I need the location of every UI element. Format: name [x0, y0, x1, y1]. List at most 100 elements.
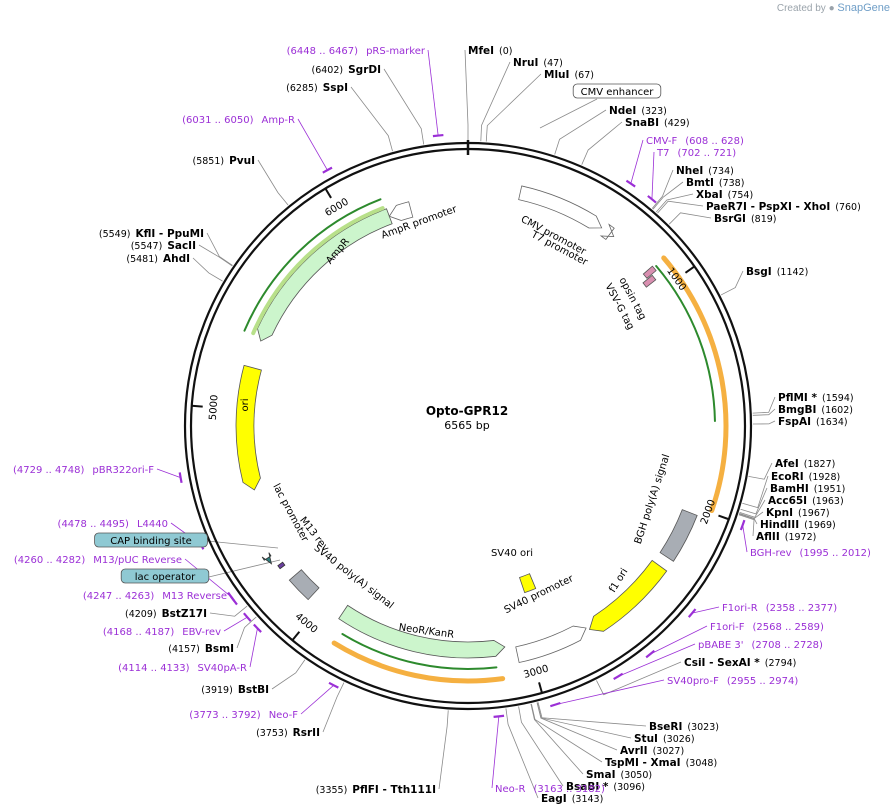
feature-cmv-promoter[interactable]: [518, 185, 603, 229]
primer-neo-r[interactable]: Neo-R(3163 .. 3182): [495, 784, 605, 795]
feature-lac-promoter[interactable]: [261, 552, 273, 565]
primer-sv40pa-r[interactable]: (4114 .. 4133)SV40pA-R: [118, 663, 247, 674]
enzyme-position: (6285): [286, 83, 318, 94]
enzyme-leader-line: [322, 682, 345, 733]
tick-label: 3000: [523, 664, 550, 681]
enzyme-site-mlui[interactable]: MluI(67): [544, 69, 594, 81]
enzyme-site-sgrdi[interactable]: (6402)SgrDI: [312, 64, 381, 76]
feature-ampr-promoter[interactable]: [388, 201, 414, 221]
primer-m13-reverse[interactable]: (4247 .. 4263)M13 Reverse: [83, 591, 227, 602]
primer-amp-r[interactable]: (6031 .. 6050)Amp-R: [182, 115, 295, 126]
enzyme-site-ndei[interactable]: NdeI(323): [609, 105, 667, 117]
primer-mark: [645, 649, 656, 659]
enzyme-leader-line: [209, 605, 248, 617]
enzyme-site-bmgbi[interactable]: BmgBI(1602): [778, 404, 853, 416]
primer-pbr322ori-f[interactable]: (4729 .. 4748)pBR322ori-F: [13, 465, 154, 476]
box-lac-operator-label[interactable]: lac operator: [135, 572, 196, 583]
enzyme-site-nhei[interactable]: NheI(734): [676, 165, 734, 177]
enzyme-site-mfei[interactable]: MfeI (0): [468, 45, 513, 57]
primer-bgh-rev[interactable]: BGH-rev(1995 .. 2012): [750, 548, 871, 559]
primer-leader-line: [249, 628, 258, 668]
enzyme-site-afei[interactable]: AfeI(1827): [775, 458, 835, 470]
enzyme-site-aflii[interactable]: AflII(1972): [756, 531, 816, 543]
primer-mark: [687, 608, 697, 618]
enzyme-site-acc65i[interactable]: Acc65I(1963): [768, 495, 844, 507]
primer-ebv-rev[interactable]: (4168 .. 4187)EBV-rev: [103, 627, 221, 638]
primer-sv40pro-f[interactable]: SV40pro-F(2955 .. 2974): [667, 676, 798, 687]
enzyme-site-eagi[interactable]: EagI(3143): [541, 793, 603, 805]
enzyme-name: PflFI - Tth111I: [352, 784, 436, 796]
enzyme-site-pflfi-tth111i[interactable]: (3355)PflFI - Tth111I: [316, 784, 436, 796]
primer-name: T7: [656, 148, 669, 159]
primer-name: SV40pro-F: [667, 676, 719, 687]
enzyme-site-bmti[interactable]: BmtI(738): [686, 177, 744, 189]
enzyme-site-xbai[interactable]: XbaI(754): [696, 189, 753, 201]
enzyme-position: (0): [499, 46, 512, 57]
enzyme-site-hindiii[interactable]: HindIII(1969): [760, 519, 836, 531]
primer-neo-f[interactable]: (3773 .. 3792)Neo-F: [189, 710, 298, 721]
enzyme-name: NruI: [513, 57, 538, 69]
enzyme-site-avrii[interactable]: AvrII(3027): [620, 745, 684, 757]
enzyme-leader-line: [536, 702, 632, 739]
box-cmv-enhancer-label[interactable]: CMV enhancer: [581, 87, 655, 98]
feature-sv40-ori[interactable]: [519, 573, 537, 594]
primer-mark: [328, 681, 339, 689]
enzyme-site-paer7i-pspxi-xhoi[interactable]: PaeR7I - PspXI - XhoI(760): [706, 201, 861, 213]
primer-name: F1ori-F: [710, 622, 745, 633]
primer-f1ori-f[interactable]: F1ori-F(2568 .. 2589): [710, 622, 824, 633]
enzyme-site-kpni[interactable]: KpnI(1967): [766, 507, 830, 519]
enzyme-site-bstz17i[interactable]: (4209)BstZ17I: [125, 608, 207, 620]
enzyme-site-sspi[interactable]: (6285)SspI: [286, 82, 348, 94]
enzyme-site-pflmi[interactable]: PflMI *(1594): [778, 392, 854, 404]
brand-name: SnapGene: [837, 2, 890, 14]
enzyme-site-bseri[interactable]: BseRI(3023): [649, 721, 719, 733]
feature-bgh-poly-a-signal[interactable]: [659, 509, 698, 562]
feature-label-ori: ori: [240, 398, 251, 411]
primer-pbabe-3[interactable]: pBABE 3'(2708 .. 2728): [698, 640, 823, 651]
enzyme-site-smai[interactable]: SmaI(3050): [586, 769, 652, 781]
feature-t7-promoter[interactable]: [599, 223, 615, 240]
enzyme-site-nrui[interactable]: NruI(47): [513, 57, 563, 69]
feature-vsv-g-tag[interactable]: [642, 274, 657, 288]
enzyme-site-bamhi[interactable]: BamHI(1951): [770, 483, 845, 495]
feature-neor-kanr[interactable]: [338, 604, 506, 659]
feature-ampr[interactable]: [257, 208, 393, 342]
enzyme-site-bsmi[interactable]: (4157)BsmI: [168, 643, 234, 655]
enzyme-name: NdeI: [609, 105, 636, 117]
enzyme-site-ahdi[interactable]: (5481)AhdI: [126, 253, 190, 265]
enzyme-site-pvui[interactable]: (5851)PvuI: [192, 155, 255, 167]
enzyme-site-ecori[interactable]: EcoRI(1928): [771, 471, 840, 483]
enzyme-leader-line: [236, 616, 257, 649]
feature-ori[interactable]: [235, 364, 262, 491]
feature-m13-rev[interactable]: [277, 561, 286, 570]
enzyme-site-bsrgi[interactable]: BsrGI(819): [714, 213, 777, 225]
enzyme-name: SmaI: [586, 769, 616, 781]
enzyme-site-stui[interactable]: StuI(3026): [634, 733, 695, 745]
enzyme-site-snabi[interactable]: SnaBI(429): [625, 117, 690, 129]
feature-sv40-promoter[interactable]: [515, 625, 587, 664]
primer-t7[interactable]: T7(702 .. 721): [656, 148, 736, 159]
feature-opsin-tag[interactable]: [642, 265, 657, 279]
enzyme-site-bsgi[interactable]: BsgI(1142): [746, 266, 808, 278]
feature-f1-ori[interactable]: [588, 559, 668, 632]
primer-prs-marker[interactable]: (6448 .. 6467)pRS-marker: [287, 46, 426, 57]
enzyme-site-kfli-ppumi[interactable]: (5549)KflI - PpuMI: [99, 228, 204, 240]
feature-sv40-poly-a-signal[interactable]: [288, 569, 320, 601]
enzyme-site-rsrii[interactable]: (3753)RsrII: [256, 727, 320, 739]
enzyme-site-bsabi[interactable]: BsaBI *(3096): [566, 781, 645, 793]
primer-leader-line: [650, 625, 708, 655]
enzyme-position: (3143): [572, 794, 604, 805]
primer-l4440[interactable]: (4478 .. 4495)L4440: [58, 519, 168, 530]
enzyme-site-csii-sexai[interactable]: CsiI - SexAI *(2794): [684, 657, 796, 669]
box-cap-binding-site-label[interactable]: CAP binding site: [110, 536, 192, 547]
enzyme-site-sacii[interactable]: (5547)SacII: [131, 240, 196, 252]
primer-cmv-f[interactable]: CMV-F(608 .. 628): [646, 136, 744, 147]
primer-m13-puc-reverse[interactable]: (4260 .. 4282)M13/pUC Reverse: [14, 555, 182, 566]
enzyme-site-fspai[interactable]: FspAI(1634): [778, 416, 848, 428]
primer-f1ori-r[interactable]: F1ori-R(2358 .. 2377): [722, 603, 837, 614]
enzyme-site-tspmi-xmai[interactable]: TspMI - XmaI(3048): [605, 757, 717, 769]
enzyme-position: (1967): [798, 508, 830, 519]
enzyme-position: (429): [664, 118, 690, 129]
enzyme-name: MfeI: [468, 45, 494, 57]
enzyme-site-bstbi[interactable]: (3919)BstBI: [201, 684, 269, 696]
